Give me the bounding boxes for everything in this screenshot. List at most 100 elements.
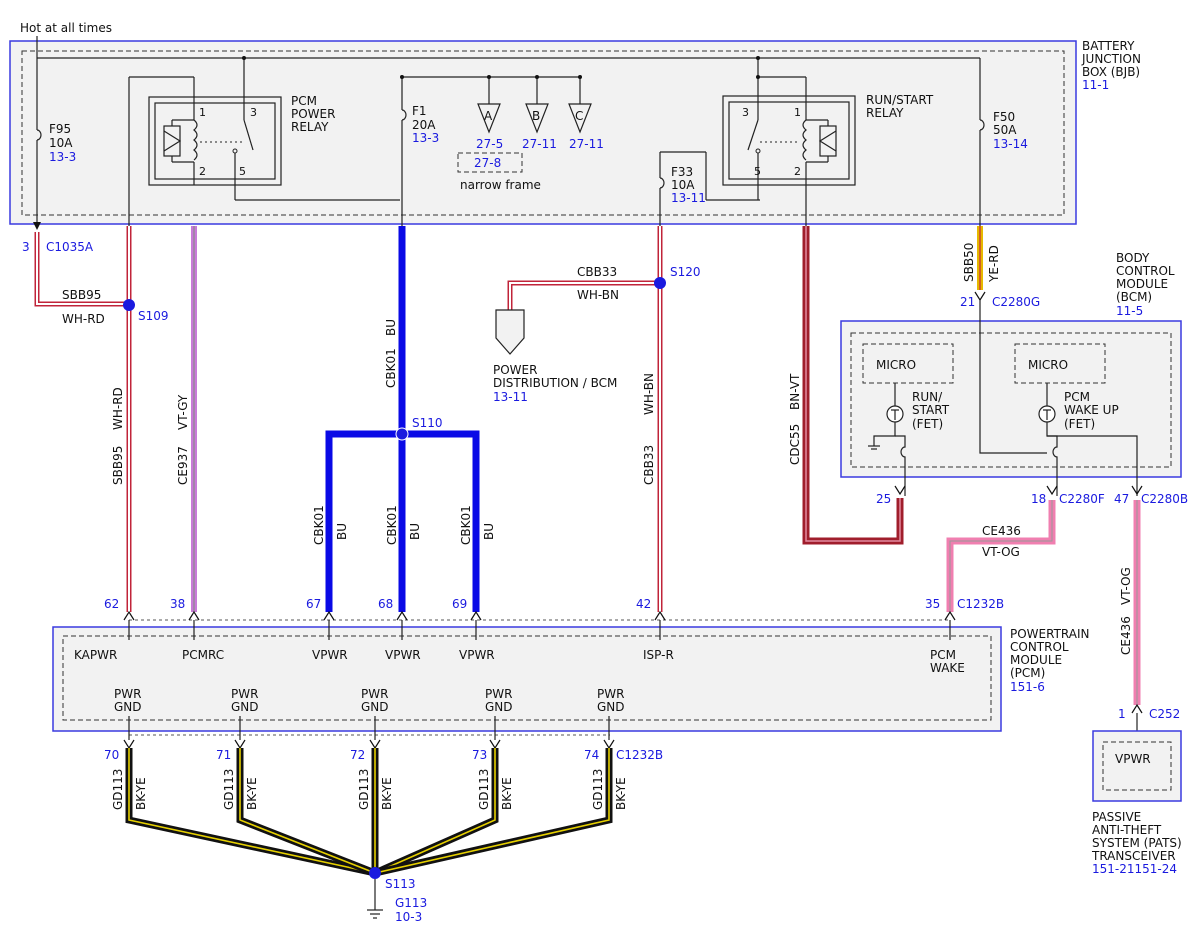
wire-gd113 (125, 748, 613, 919)
svg-text:CBB33: CBB33 (642, 445, 656, 485)
svg-text:PCMRC: PCMRC (182, 648, 224, 662)
svg-text:GD113: GD113 (357, 769, 371, 810)
svg-text:PWR: PWR (231, 687, 258, 701)
pcm-power-relay: 1 3 2 5 PCM POWER RELAY (148, 56, 400, 201)
svg-text:GD113: GD113 (591, 769, 605, 810)
svg-text:WAKE: WAKE (930, 661, 965, 675)
svg-text:A: A (484, 109, 493, 123)
svg-text:ANTI-THEFT: ANTI-THEFT (1092, 823, 1162, 837)
svg-text:START: START (912, 403, 950, 417)
svg-text:C252: C252 (1149, 707, 1180, 721)
svg-text:BK-YE: BK-YE (500, 777, 514, 810)
svg-text:BN-VT: BN-VT (788, 373, 802, 410)
svg-text:MODULE: MODULE (1010, 653, 1062, 667)
svg-text:2: 2 (794, 165, 801, 178)
svg-text:CDC55: CDC55 (788, 424, 802, 465)
svg-text:5: 5 (239, 165, 246, 178)
bcm-box: MICRO MICRO RUN/ START (FET) PCM WAKE UP… (840, 320, 1182, 496)
svg-text:WH-BN: WH-BN (577, 288, 619, 302)
svg-text:72: 72 (350, 748, 365, 762)
svg-text:18: 18 (1031, 492, 1046, 506)
svg-text:151-6: 151-6 (1010, 680, 1045, 694)
svg-text:10A: 10A (49, 136, 73, 150)
svg-text:C1232B: C1232B (957, 597, 1004, 611)
svg-text:S120: S120 (670, 265, 701, 279)
svg-text:27-11: 27-11 (522, 137, 557, 151)
svg-text:SBB50: SBB50 (962, 243, 976, 282)
svg-text:13-14: 13-14 (993, 137, 1028, 151)
svg-text:RELAY: RELAY (866, 106, 904, 120)
svg-text:BOX (BJB): BOX (BJB) (1082, 65, 1140, 79)
svg-text:F1: F1 (412, 104, 427, 118)
svg-text:CBK01: CBK01 (459, 505, 473, 545)
svg-text:CE937: CE937 (176, 446, 190, 485)
svg-text:WH-RD: WH-RD (111, 387, 125, 430)
svg-text:68: 68 (378, 597, 393, 611)
svg-text:POWER: POWER (291, 107, 335, 121)
svg-text:BU: BU (384, 319, 398, 336)
svg-text:RELAY: RELAY (291, 120, 329, 134)
svg-text:C2280G: C2280G (992, 295, 1040, 309)
svg-text:JUNCTION: JUNCTION (1081, 52, 1141, 66)
svg-text:BK-YE: BK-YE (245, 777, 259, 810)
svg-text:3: 3 (742, 106, 749, 119)
svg-text:2: 2 (199, 165, 206, 178)
svg-text:S113: S113 (385, 877, 416, 891)
svg-text:62: 62 (104, 597, 119, 611)
svg-text:38: 38 (170, 597, 185, 611)
fuse-f95: F95 10A 13-3 (33, 58, 76, 230)
svg-text:YE-RD: YE-RD (987, 245, 1001, 283)
svg-text:MODULE: MODULE (1116, 277, 1168, 291)
bjb-title: BATTERY JUNCTION BOX (BJB) 11-1 (1081, 39, 1141, 92)
svg-text:CONTROL: CONTROL (1010, 640, 1069, 654)
svg-text:G113: G113 (395, 896, 427, 910)
svg-text:BU: BU (408, 523, 422, 540)
svg-text:TRANSCEIVER: TRANSCEIVER (1091, 849, 1176, 863)
svg-text:BATTERY: BATTERY (1082, 39, 1135, 53)
svg-text:VPWR: VPWR (385, 648, 421, 662)
bcm-title: BODY CONTROL MODULE (BCM) 11-5 (1116, 251, 1175, 318)
svg-text:PWR: PWR (485, 687, 512, 701)
pats-box: VPWR (1092, 730, 1182, 802)
svg-text:GND: GND (361, 700, 389, 714)
wire-cdc55 (802, 226, 904, 545)
svg-text:(FET): (FET) (1064, 417, 1095, 431)
svg-text:SBB95: SBB95 (111, 446, 125, 485)
svg-text:11-1: 11-1 (1082, 78, 1109, 92)
svg-text:PASSIVE: PASSIVE (1092, 810, 1141, 824)
svg-text:25: 25 (876, 492, 891, 506)
svg-text:21: 21 (960, 295, 975, 309)
svg-text:C2280F: C2280F (1059, 492, 1105, 506)
svg-text:MICRO: MICRO (876, 358, 916, 372)
svg-text:5: 5 (754, 165, 761, 178)
svg-text:27-11: 27-11 (569, 137, 604, 151)
svg-text:B: B (532, 109, 540, 123)
bjb-box (9, 40, 1077, 225)
svg-text:PCM: PCM (291, 94, 317, 108)
svg-text:73: 73 (472, 748, 487, 762)
svg-text:narrow frame: narrow frame (460, 178, 541, 192)
svg-text:SBB95: SBB95 (62, 288, 101, 302)
svg-text:BK-YE: BK-YE (614, 777, 628, 810)
hot-label: Hot at all times (20, 21, 112, 35)
svg-text:F50: F50 (993, 110, 1015, 124)
svg-text:VT-GY: VT-GY (176, 394, 190, 430)
svg-text:GND: GND (485, 700, 513, 714)
svg-text:GND: GND (597, 700, 625, 714)
svg-text:PWR: PWR (114, 687, 141, 701)
splice-s113 (369, 867, 381, 879)
svg-text:42: 42 (636, 597, 651, 611)
svg-text:35: 35 (925, 597, 940, 611)
svg-text:(FET): (FET) (912, 417, 943, 431)
svg-text:F33: F33 (671, 165, 693, 179)
svg-text:BODY: BODY (1116, 251, 1150, 265)
svg-text:27-8: 27-8 (474, 156, 501, 170)
svg-text:47: 47 (1114, 492, 1129, 506)
power-distribution-label: POWER DISTRIBUTION / BCM 13-11 (493, 363, 617, 404)
reference-arrows: A 27-5 B 27-11 C 27-11 27-8 narrow frame (457, 75, 604, 192)
fuse-f33: F33 10A 13-11 (659, 151, 760, 226)
svg-text:CBK01: CBK01 (385, 505, 399, 545)
svg-text:151-21151-24: 151-21151-24 (1092, 862, 1177, 876)
wire-sbb50 (974, 226, 986, 320)
svg-text:WAKE UP: WAKE UP (1064, 403, 1119, 417)
